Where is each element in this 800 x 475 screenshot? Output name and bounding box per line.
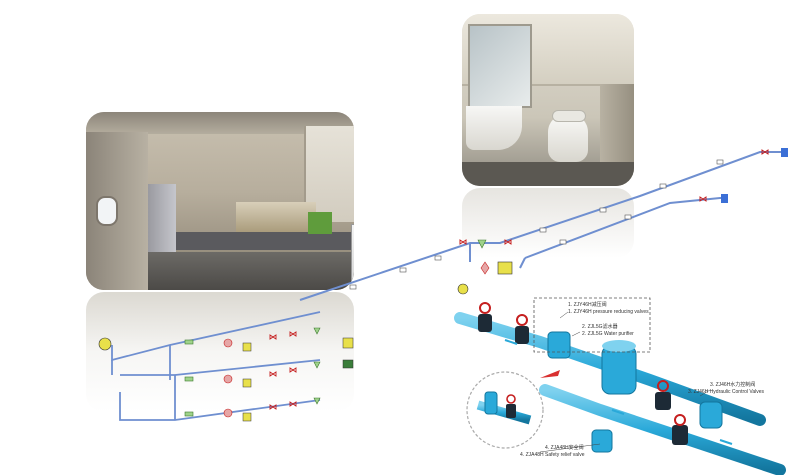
purifier-callout-box [533, 297, 651, 353]
gauge-icon [98, 337, 112, 351]
label-1-en: 1. ZJY46H pressure reducing valves [568, 309, 649, 315]
branch-filters [184, 327, 321, 417]
strainer-icon [477, 239, 487, 249]
label-2-code: 2. ZJL5G滤水器 [582, 323, 618, 330]
label-2-en: 2. ZJL5G Water purifier [582, 331, 634, 337]
branch-pipes [111, 311, 321, 421]
galley-photo [86, 112, 354, 290]
lavatory-photo-reflection [462, 188, 634, 258]
branch-valves [269, 331, 297, 410]
gauge-icon [457, 283, 469, 295]
outlet-terminal [781, 148, 788, 157]
label-4-en: 4. ZJA48H Safety relief valve [520, 452, 585, 458]
main-supply-pipes [299, 151, 785, 301]
label-3-code: 3. ZJ46H水力控制阀 [710, 381, 755, 388]
valve-assembly-3d [454, 302, 786, 475]
branch-pumps [223, 338, 233, 418]
detail-zoom-circle [466, 371, 544, 449]
lavatory-photo [462, 14, 634, 186]
safety-relief-valve-icon [591, 414, 688, 453]
flow-arrow-icon [504, 339, 518, 345]
label-3-en: 3. ZJ46H Hydraulic Control Valves [688, 389, 765, 395]
control-box-icon [497, 261, 513, 275]
monitor-icon [342, 359, 354, 369]
main-line-valves [459, 149, 769, 245]
label-4-code: 4. ZJA48H安全阀 [545, 444, 584, 451]
hydraulic-control-valve-icon [655, 380, 723, 429]
pressure-reducing-valve-icon [478, 302, 529, 344]
label-1-code: 1. ZJY46H减压阀 [568, 301, 607, 308]
valve-icon [480, 261, 490, 275]
window-icon [96, 196, 118, 226]
pipe-fittings [349, 159, 724, 290]
outlet-terminal [721, 194, 728, 203]
water-purifier-icon [547, 331, 637, 395]
galley-photo-reflection [86, 292, 354, 412]
control-box-icon [342, 337, 354, 349]
branch-controls [242, 342, 252, 422]
flow-arrow-icon [611, 409, 625, 415]
flow-direction-arrow-icon [540, 370, 560, 378]
flow-arrow-icon [719, 439, 733, 445]
